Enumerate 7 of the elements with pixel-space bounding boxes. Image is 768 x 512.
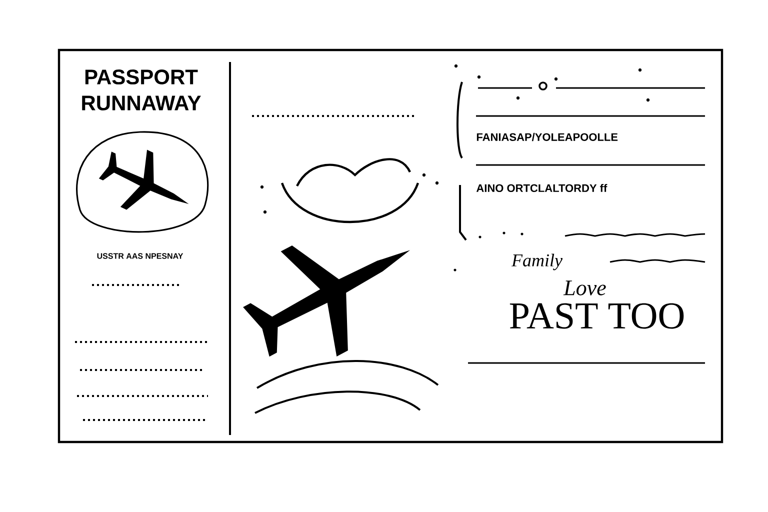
label: FANIASAP/YOLEAPOOLLE <box>476 132 618 142</box>
label: Love <box>563 280 606 296</box>
label: PAST TOO <box>510 303 684 329</box>
label: USSTR AAS NPESNAY <box>97 253 184 259</box>
label: AINO ORTCLALTORDY ff <box>476 184 608 192</box>
diagram-title: PASSPORT RUNNAWAY <box>82 70 201 110</box>
label: Family <box>511 254 563 270</box>
